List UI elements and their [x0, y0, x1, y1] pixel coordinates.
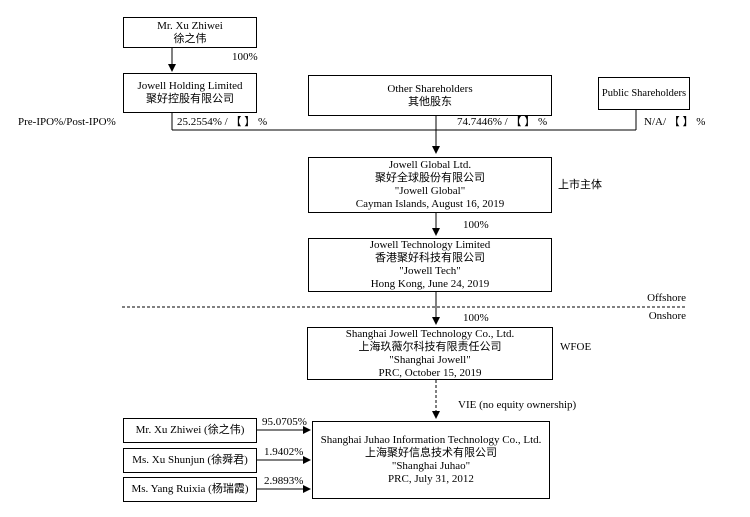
node-jowell-global: Jowell Global Ltd. 聚好全球股份有限公司 "Jowell Gl…: [308, 157, 552, 213]
node-line: Shanghai Jowell Technology Co., Ltd.: [345, 327, 515, 340]
node-line: "Shanghai Juhao": [391, 460, 471, 472]
pct-100-top-label: 100%: [232, 51, 258, 63]
node-line: Shanghai Juhao Information Technology Co…: [320, 434, 542, 446]
offshore-label: Offshore: [647, 292, 686, 304]
vie-note-label: VIE (no equity ownership): [458, 399, 577, 411]
node-jowell-holding: Jowell Holding Limited 聚好控股有限公司: [123, 73, 257, 113]
wfoe-label: WFOE: [560, 341, 592, 353]
public-pct-label: N/A/ 【 】 %: [644, 116, 706, 128]
node-line: "Jowell Tech": [399, 265, 461, 277]
node-line: Hong Kong, June 24, 2019: [370, 278, 490, 290]
node-mr-xu-zhiwei: Mr. Xu Zhiwei 徐之伟: [123, 17, 257, 48]
node-line: Public Shareholders: [601, 88, 687, 99]
node-line: Cayman Islands, August 16, 2019: [355, 198, 505, 210]
node-line: Jowell Technology Limited: [369, 239, 491, 251]
node-line: Mr. Xu Zhiwei: [157, 19, 223, 32]
other-pct-label: 74.7446% / 【 】 %: [457, 116, 548, 128]
onshore-label: Onshore: [648, 310, 686, 322]
vie-pct-yang-ruixia-label: 2.9893%: [264, 475, 304, 487]
node-other-shareholders: Other Shareholders 其他股东: [308, 75, 552, 116]
node-line: 徐之伟: [173, 32, 207, 45]
node-line: "Shanghai Jowell": [389, 353, 471, 366]
node-jowell-tech: Jowell Technology Limited 香港聚好科技有限公司 "Jo…: [308, 238, 552, 292]
node-line: 其他股东: [408, 95, 452, 108]
node-line: Jowell Global Ltd.: [388, 159, 472, 171]
holding-pct-label: 25.2554% / 【 】 %: [177, 116, 268, 128]
node-line: "Jowell Global": [394, 185, 466, 197]
node-line: PRC, October 15, 2019: [378, 366, 482, 379]
node-public-shareholders: Public Shareholders: [598, 77, 690, 110]
node-line: 聚好控股有限公司: [146, 93, 234, 105]
node-line: Ms. Xu Shunjun (徐舜君): [132, 454, 248, 466]
node-line: Mr. Xu Zhiwei (徐之伟): [135, 424, 245, 436]
node-xu-zhiwei-vie: Mr. Xu Zhiwei (徐之伟): [123, 418, 257, 443]
node-shanghai-jowell-wfoe: Shanghai Jowell Technology Co., Ltd. 上海玖…: [307, 327, 553, 380]
node-line: Ms. Yang Ruixia (杨瑞霞): [131, 483, 249, 495]
node-line: Other Shareholders: [387, 82, 473, 95]
pre-post-ipo-label: Pre-IPO%/Post-IPO%: [18, 116, 116, 128]
pct-100-global-tech-label: 100%: [463, 219, 489, 231]
node-line: 香港聚好科技有限公司: [375, 252, 485, 264]
node-shanghai-juhao-vie: Shanghai Juhao Information Technology Co…: [312, 421, 550, 499]
listed-entity-label: 上市主体: [558, 179, 602, 191]
pct-100-tech-wfoe-label: 100%: [463, 312, 489, 324]
node-line: 上海聚好信息技术有限公司: [365, 447, 497, 459]
node-line: PRC, July 31, 2012: [388, 473, 474, 485]
vie-pct-xu-shunjun-label: 1.9402%: [264, 446, 304, 458]
node-xu-shunjun: Ms. Xu Shunjun (徐舜君): [123, 448, 257, 473]
node-yang-ruixia: Ms. Yang Ruixia (杨瑞霞): [123, 477, 257, 502]
node-line: 聚好全球股份有限公司: [375, 172, 485, 184]
vie-pct-xu-zhiwei-label: 95.0705%: [262, 416, 307, 428]
node-line: 上海玖薇尔科技有限责任公司: [358, 340, 502, 353]
node-line: Jowell Holding Limited: [137, 80, 243, 92]
